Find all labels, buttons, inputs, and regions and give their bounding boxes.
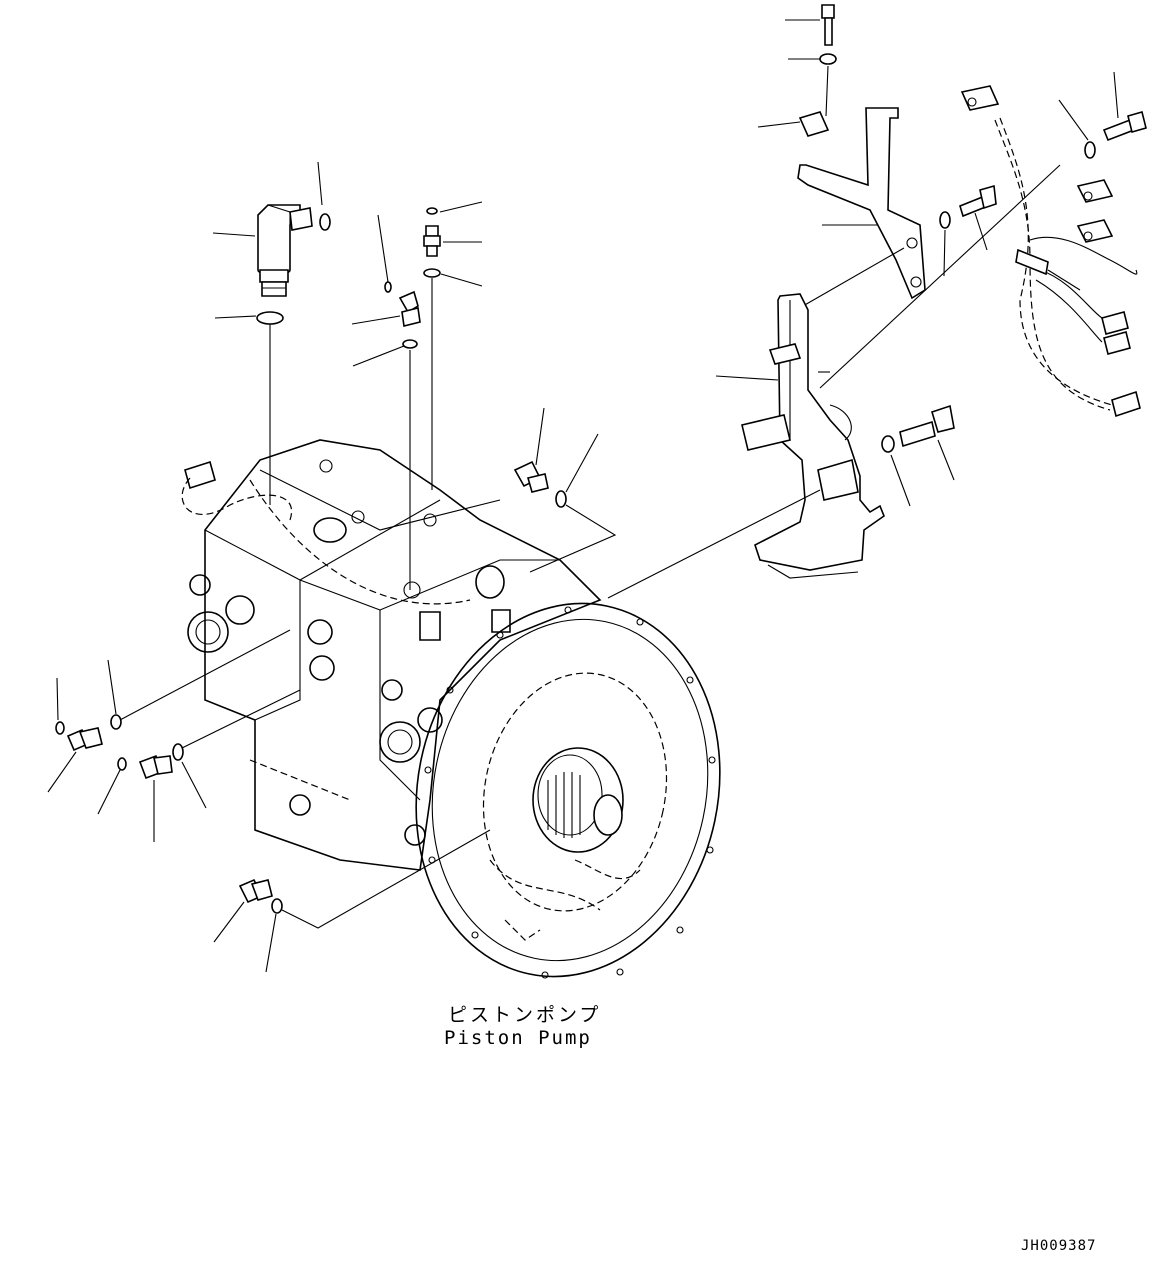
elbow-fitting-icon — [351, 201, 617, 590]
caption-japanese: ピストンポンプ — [448, 1004, 602, 1026]
drawing-code: JH009387 — [1021, 1238, 1097, 1254]
caption-english: Piston Pump — [444, 1027, 592, 1049]
mounting-bracket-icon — [607, 4, 997, 599]
wiring-harness-icon — [819, 71, 1147, 418]
pressure-sensor-icon — [212, 161, 331, 505]
left-fittings-icon — [47, 629, 301, 842]
piston-pump-icon — [181, 439, 721, 979]
bottom-plug-icon — [213, 829, 491, 973]
